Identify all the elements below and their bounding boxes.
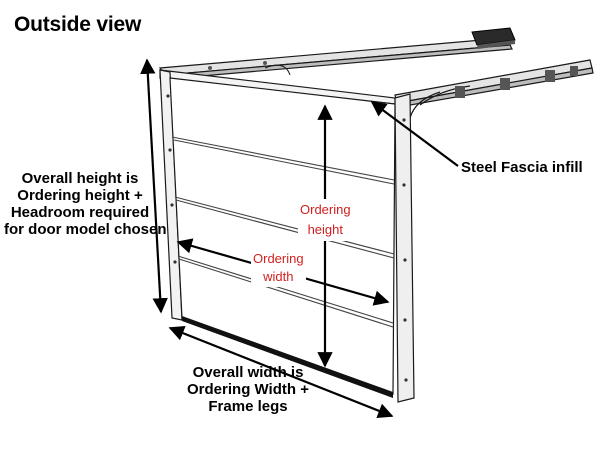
ordering-height-line-2: height [307, 222, 343, 237]
overall-height-arrow [140, 58, 168, 314]
frame-screws [166, 94, 408, 382]
overall-height-label: Overall height is Ordering height + Head… [4, 170, 167, 238]
opener-motor [471, 27, 516, 49]
overall-height-line-4: for door model chosen [4, 221, 167, 238]
steel-fascia-label: Steel Fascia infill [461, 159, 583, 176]
ordering-height-label: Ordering height [298, 199, 353, 241]
ordering-width-label: Ordering width [251, 249, 306, 287]
overall-width-line-3: Frame legs [208, 398, 288, 415]
ordering-width-line-1: Ordering [253, 251, 304, 266]
page-title: Outside view [14, 13, 142, 36]
overhead-track [158, 37, 594, 119]
overall-width-label: Overall width is Ordering Width + Frame … [178, 364, 318, 415]
overall-width-line-2: Ordering Width + [187, 381, 309, 398]
overall-width-line-1: Overall width is [192, 364, 304, 381]
door-panel [169, 77, 396, 395]
overall-height-line-2: Ordering height + [17, 187, 143, 204]
rail-bolts [208, 61, 578, 98]
overall-height-line-3: Headroom required [10, 204, 150, 221]
overall-height-line-1: Overall height is [21, 170, 139, 187]
frame-leg-right [394, 93, 415, 403]
ordering-height-line-1: Ordering [300, 202, 351, 217]
fascia-pointer-arrow [370, 101, 459, 167]
ordering-width-line-2: width [263, 269, 294, 284]
overall-width-arrow [168, 325, 394, 419]
motor-cable [264, 64, 291, 76]
